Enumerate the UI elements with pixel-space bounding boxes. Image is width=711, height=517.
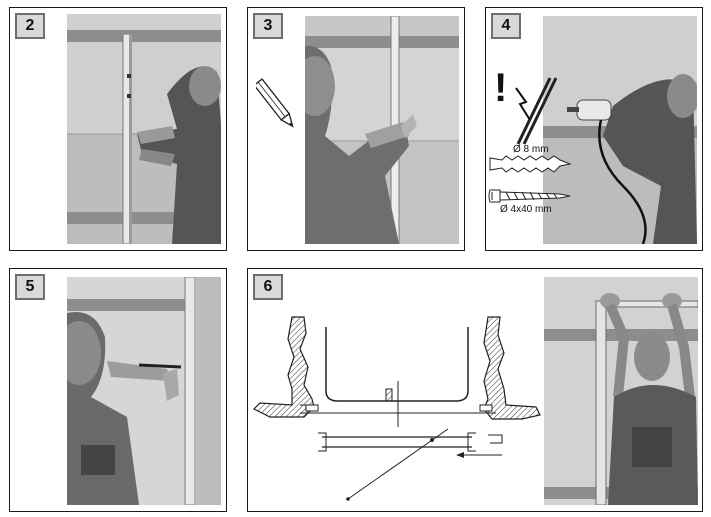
screw-icon (488, 186, 572, 206)
step-6-photo (544, 277, 698, 505)
step-3-number: 3 (253, 13, 283, 39)
wall-plug-icon (488, 154, 572, 174)
step-2-photo (67, 14, 221, 244)
step-6-number: 6 (253, 274, 283, 300)
step-4-panel: 4 ! Ø 8 mm Ø 4x40 mm (485, 7, 703, 251)
step-6-panel: 6 (247, 268, 703, 512)
installation-cross-section-diagram (252, 309, 542, 509)
pencil-icon (253, 74, 296, 136)
warning-symbol: ! (494, 66, 508, 110)
drill-bits-icon (510, 68, 560, 146)
step-5-number: 5 (15, 274, 45, 300)
step-2-panel: 2 (9, 7, 227, 251)
step-4-photo (543, 16, 697, 244)
step-3-panel: 3 (247, 7, 465, 251)
step-5-panel: 5 (9, 268, 227, 512)
step-3-photo (305, 16, 459, 244)
dowel-diameter-label: Ø 8 mm (513, 144, 549, 155)
step-4-number: 4 (491, 13, 521, 39)
screw-size-label: Ø 4x40 mm (500, 204, 552, 215)
step-5-photo (67, 277, 221, 505)
step-2-number: 2 (15, 13, 45, 39)
